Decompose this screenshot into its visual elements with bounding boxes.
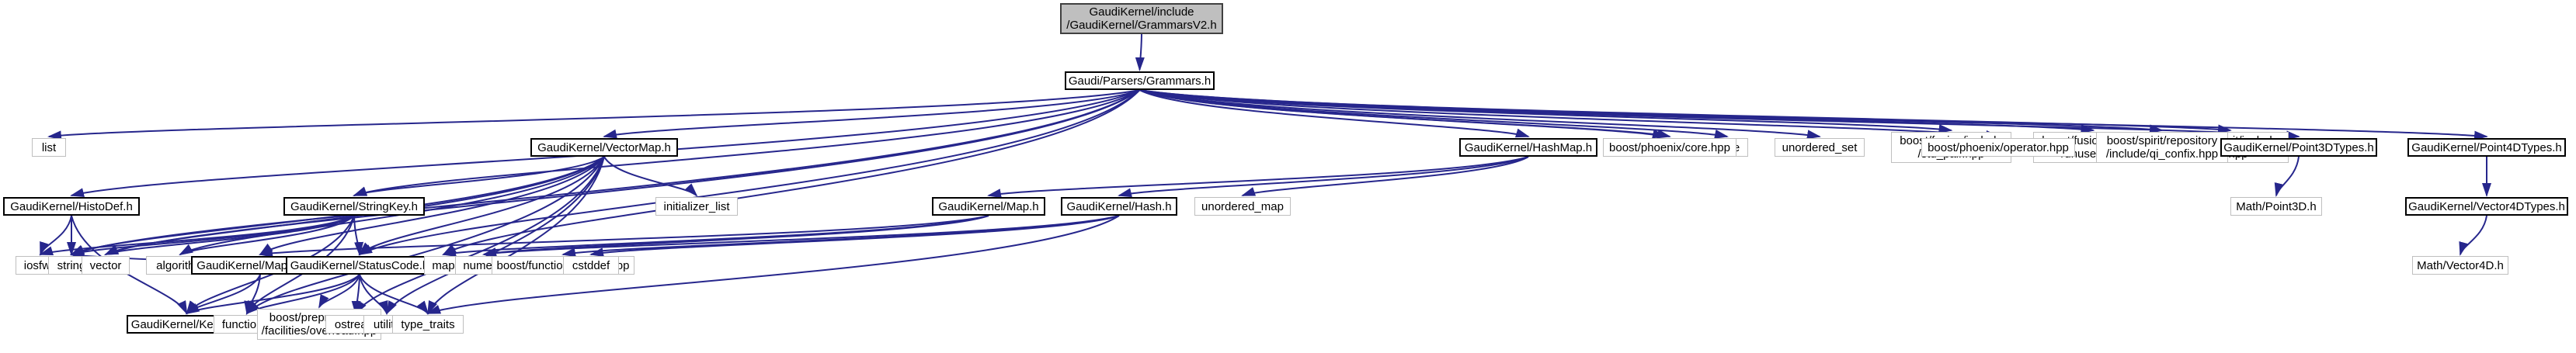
graph-node-vector[interactable]: vector (82, 256, 130, 275)
graph-edge-grammars-to-unordered_set (1139, 89, 1821, 140)
graph-edge-histodef-to-iosfwd (40, 215, 72, 256)
graph-node-cstddef[interactable]: cstddef (563, 256, 619, 275)
graph-edge-statuscode-to-overload_hpp (318, 274, 360, 309)
graph-node-histodef[interactable]: GaudiKernel/HistoDef.h (3, 197, 140, 216)
graph-node-list[interactable]: list (32, 138, 66, 157)
graph-edge-grammars-to-fusion_unused (1139, 89, 2095, 134)
graph-node-mathvector4d[interactable]: Math/Vector4D.h (2412, 256, 2508, 275)
graph-edge-statuscode-to-utility (359, 274, 388, 315)
graph-edge-hash_h-to-cstddef (589, 215, 1120, 258)
graph-edge-statuscode-to-ostream (351, 274, 361, 315)
graph-edge-grammars-to-vectormap (603, 89, 1140, 139)
graph-node-grammars[interactable]: Gaudi/Parsers/Grammars.h (1065, 71, 1215, 90)
graph-edge-grammars-to-point4dtypes (1139, 89, 2488, 140)
graph-edge-map_h-to-map (442, 215, 989, 258)
graph-edge-grammars-to-statuscode (358, 89, 1141, 255)
graph-node-grammarsv2[interactable]: GaudiKernel/include /GaudiKernel/Grammar… (1060, 3, 1223, 34)
graph-node-initializer_list[interactable]: initializer_list (655, 197, 738, 216)
graph-node-phoenix_core[interactable]: boost/phoenix/core.hpp (1603, 138, 1736, 157)
graph-edge-grammarsv2-to-grammars (1135, 33, 1145, 71)
graph-edge-vectormap-to-utility (386, 156, 605, 315)
graph-node-vectormap[interactable]: GaudiKernel/VectorMap.h (530, 138, 678, 157)
graph-edge-grammars-to-vector (104, 89, 1141, 255)
graph-edge-hash_h-to-numeric (482, 215, 1120, 258)
graph-edge-grammars-to-qi_confix (1139, 89, 2164, 134)
graph-node-type_traits[interactable]: type_traits (392, 315, 464, 334)
graph-edge-stringkey-to-string (70, 215, 355, 255)
graph-edge-hashmap-to-hash_h (1118, 156, 1529, 198)
graph-edge-vectormap-to-stringkey (353, 156, 605, 196)
graph-edge-vectormap-to-type_traits (427, 156, 605, 315)
graph-edge-hashmap-to-unordered_map (1241, 156, 1529, 196)
graph-node-point4dtypes[interactable]: GaudiKernel/Point4DTypes.h (2407, 138, 2566, 157)
graph-edge-grammars-to-tuple (1139, 89, 1729, 139)
graph-edge-mapbase-to-kernel_h (186, 274, 261, 315)
graph-edge-grammars-to-map (442, 89, 1141, 256)
graph-edge-vector4dtypes-to-mathvector4d (2459, 215, 2487, 256)
graph-edge-grammars-to-stringkey (353, 89, 1141, 196)
graph-node-map_h[interactable]: GaudiKernel/Map.h (932, 197, 1045, 216)
graph-node-hashmap[interactable]: GaudiKernel/HashMap.h (1459, 138, 1597, 157)
graph-edge-vectormap-to-initializer_list (603, 156, 698, 197)
graph-edge-grammars-to-set (1139, 89, 1667, 139)
graph-edge-grammars-to-list (47, 89, 1140, 140)
graph-node-mathpoint3d[interactable]: Math/Point3D.h (2230, 197, 2322, 216)
graph-edge-stringkey-to-vector (104, 215, 355, 255)
graph-edge-stringkey-to-iosfwd (39, 215, 355, 256)
graph-edge-grammars-to-hashmap (1139, 89, 1530, 138)
graph-edge-stringkey-to-statuscode (353, 215, 364, 256)
graph-edge-grammars-to-phoenix_operator (1139, 89, 2000, 140)
graph-edge-grammars-to-string (70, 89, 1141, 255)
graph-edge-statuscode-to-kernel_h (185, 274, 360, 314)
graph-edge-hash_h-to-boost_hash (561, 215, 1120, 258)
graph-node-qi_confix[interactable]: boost/spirit/repository /include/qi_conf… (2096, 132, 2228, 163)
graph-edge-mapbase-to-functional (244, 274, 261, 315)
graph-edge-vectormap-to-functional (245, 156, 605, 315)
graph-node-unordered_set[interactable]: unordered_set (1775, 138, 1865, 157)
graph-node-hash_h[interactable]: GaudiKernel/Hash.h (1061, 197, 1177, 216)
graph-edge-statuscode-to-functional (245, 274, 360, 315)
graph-edge-vectormap-to-ostream (354, 156, 605, 315)
graph-edge-statuscode-to-type_traits (359, 274, 429, 315)
graph-edge-grammars-to-phoenix_core (1139, 89, 1671, 139)
graph-node-stringkey[interactable]: GaudiKernel/StringKey.h (283, 197, 425, 216)
graph-node-unordered_map[interactable]: unordered_map (1194, 197, 1291, 216)
graph-edge-grammars-to-fusion_std_pair (1139, 89, 1953, 133)
graph-node-point3dtypes[interactable]: GaudiKernel/Point3DTypes.h (2220, 138, 2377, 157)
graph-edge-grammars-to-point3dtypes (1139, 89, 2300, 140)
graph-edge-map_h-to-mapbase (259, 215, 989, 258)
graph-node-phoenix_operator[interactable]: boost/phoenix/operator.hpp (1921, 138, 2075, 157)
graph-edge-stringkey-to-algorithm (179, 215, 355, 255)
graph-edge-map_h-to-numeric (482, 215, 989, 257)
graph-node-statuscode[interactable]: GaudiKernel/StatusCode.h (286, 256, 433, 275)
graph-edge-grammars-to-spirit_qi (1139, 89, 2232, 134)
graph-edge-hashmap-to-map_h (987, 156, 1529, 199)
graph-node-vector4dtypes[interactable]: GaudiKernel/Vector4DTypes.h (2405, 197, 2568, 216)
